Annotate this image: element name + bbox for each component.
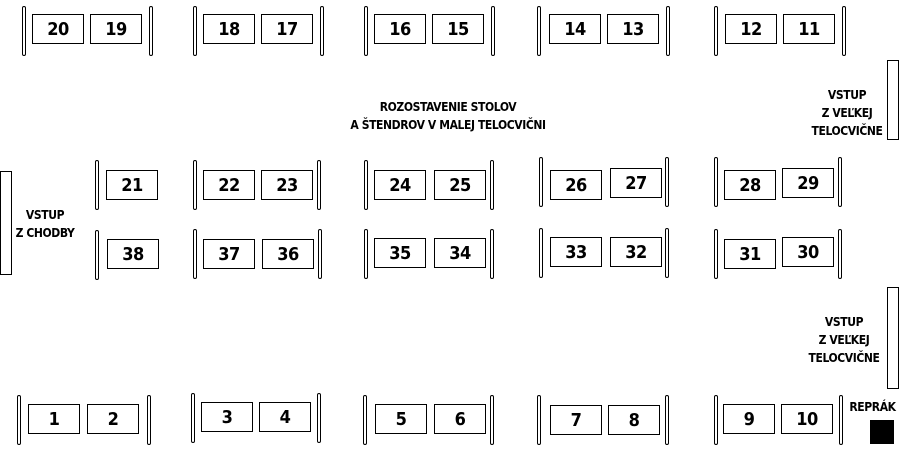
diagram-title: ROZOSTAVENIE STOLOV A ŠTENDROV V MALEJ T…	[348, 98, 548, 134]
stand	[193, 160, 197, 210]
stand	[539, 157, 543, 207]
stand	[193, 229, 197, 279]
table-9: 9	[723, 404, 775, 434]
table-17: 17	[261, 14, 313, 44]
table-18: 18	[203, 14, 255, 44]
table-13: 13	[607, 14, 659, 44]
table-8: 8	[608, 405, 660, 435]
table-6: 6	[434, 404, 486, 434]
stand	[490, 395, 494, 445]
stand	[317, 393, 321, 443]
stand	[666, 6, 670, 56]
table-28: 28	[724, 170, 776, 200]
label-line: Z CHODBY	[15, 226, 75, 240]
label-line: VSTUP	[25, 208, 65, 222]
table-19: 19	[90, 14, 142, 44]
table-3: 3	[201, 402, 253, 432]
stand	[714, 6, 718, 56]
stand	[714, 157, 718, 207]
table-25: 25	[434, 170, 486, 200]
stand	[363, 395, 367, 445]
table-1: 1	[28, 404, 80, 434]
stand	[838, 157, 842, 207]
table-16: 16	[374, 14, 426, 44]
stand	[317, 160, 321, 210]
table-33: 33	[550, 237, 602, 267]
table-26: 26	[550, 170, 602, 200]
stand	[665, 395, 669, 445]
stand	[364, 160, 368, 210]
table-22: 22	[203, 170, 255, 200]
stand	[665, 228, 669, 278]
stand	[491, 6, 495, 56]
entrance-gym-top-door	[887, 60, 899, 140]
stand	[839, 395, 843, 445]
table-23: 23	[261, 170, 313, 200]
entrance-corridor-label: VSTUP Z CHODBY	[14, 206, 76, 242]
entrance-gym-bottom-door	[887, 287, 899, 389]
table-12: 12	[725, 14, 777, 44]
stand	[490, 229, 494, 279]
stand	[364, 6, 368, 56]
stand	[17, 395, 21, 445]
table-30: 30	[782, 237, 834, 267]
stand	[842, 6, 846, 56]
title-line-1: ROZOSTAVENIE STOLOV	[379, 100, 517, 114]
table-21: 21	[106, 170, 158, 200]
speaker-icon	[870, 420, 894, 444]
title-line-2: A ŠTENDROV V MALEJ TELOCVIČNI	[350, 118, 546, 132]
table-5: 5	[375, 404, 427, 434]
stand	[95, 230, 99, 280]
table-10: 10	[781, 404, 833, 434]
table-37: 37	[203, 239, 255, 269]
label-line: TELOCVIČNE	[808, 351, 880, 365]
stand	[149, 6, 153, 56]
stand	[537, 6, 541, 56]
stand	[665, 157, 669, 207]
table-4: 4	[259, 402, 311, 432]
entrance-gym-top-label: VSTUP Z VEĽKEJ TELOCVIČNE	[804, 86, 890, 140]
table-20: 20	[32, 14, 84, 44]
stand	[714, 395, 718, 445]
table-7: 7	[550, 405, 602, 435]
table-11: 11	[783, 14, 835, 44]
stand	[22, 6, 26, 56]
stand	[838, 229, 842, 279]
label-line: Z VEĽKEJ	[818, 333, 870, 347]
stand	[714, 229, 718, 279]
table-34: 34	[434, 238, 486, 268]
table-38: 38	[107, 239, 159, 269]
stand	[318, 229, 322, 279]
table-2: 2	[87, 404, 139, 434]
table-15: 15	[432, 14, 484, 44]
label-line: VSTUP	[827, 88, 867, 102]
stand	[191, 393, 195, 443]
table-29: 29	[782, 168, 834, 198]
stand	[147, 395, 151, 445]
table-35: 35	[374, 238, 426, 268]
table-14: 14	[549, 14, 601, 44]
label-line: Z VEĽKEJ	[821, 106, 873, 120]
table-36: 36	[262, 239, 314, 269]
stand	[537, 395, 541, 445]
stand	[364, 229, 368, 279]
stand	[95, 160, 99, 210]
label-line: TELOCVIČNE	[811, 124, 883, 138]
table-24: 24	[374, 170, 426, 200]
speaker-label: REPRÁK	[849, 400, 896, 414]
entrance-gym-bottom-label: VSTUP Z VEĽKEJ TELOCVIČNE	[801, 313, 887, 367]
stand	[490, 160, 494, 210]
entrance-corridor-door	[0, 171, 12, 275]
stand	[320, 6, 324, 56]
table-31: 31	[724, 239, 776, 269]
label-line: VSTUP	[824, 315, 864, 329]
stand	[193, 6, 197, 56]
table-27: 27	[610, 168, 662, 198]
stand	[539, 228, 543, 278]
table-32: 32	[610, 237, 662, 267]
